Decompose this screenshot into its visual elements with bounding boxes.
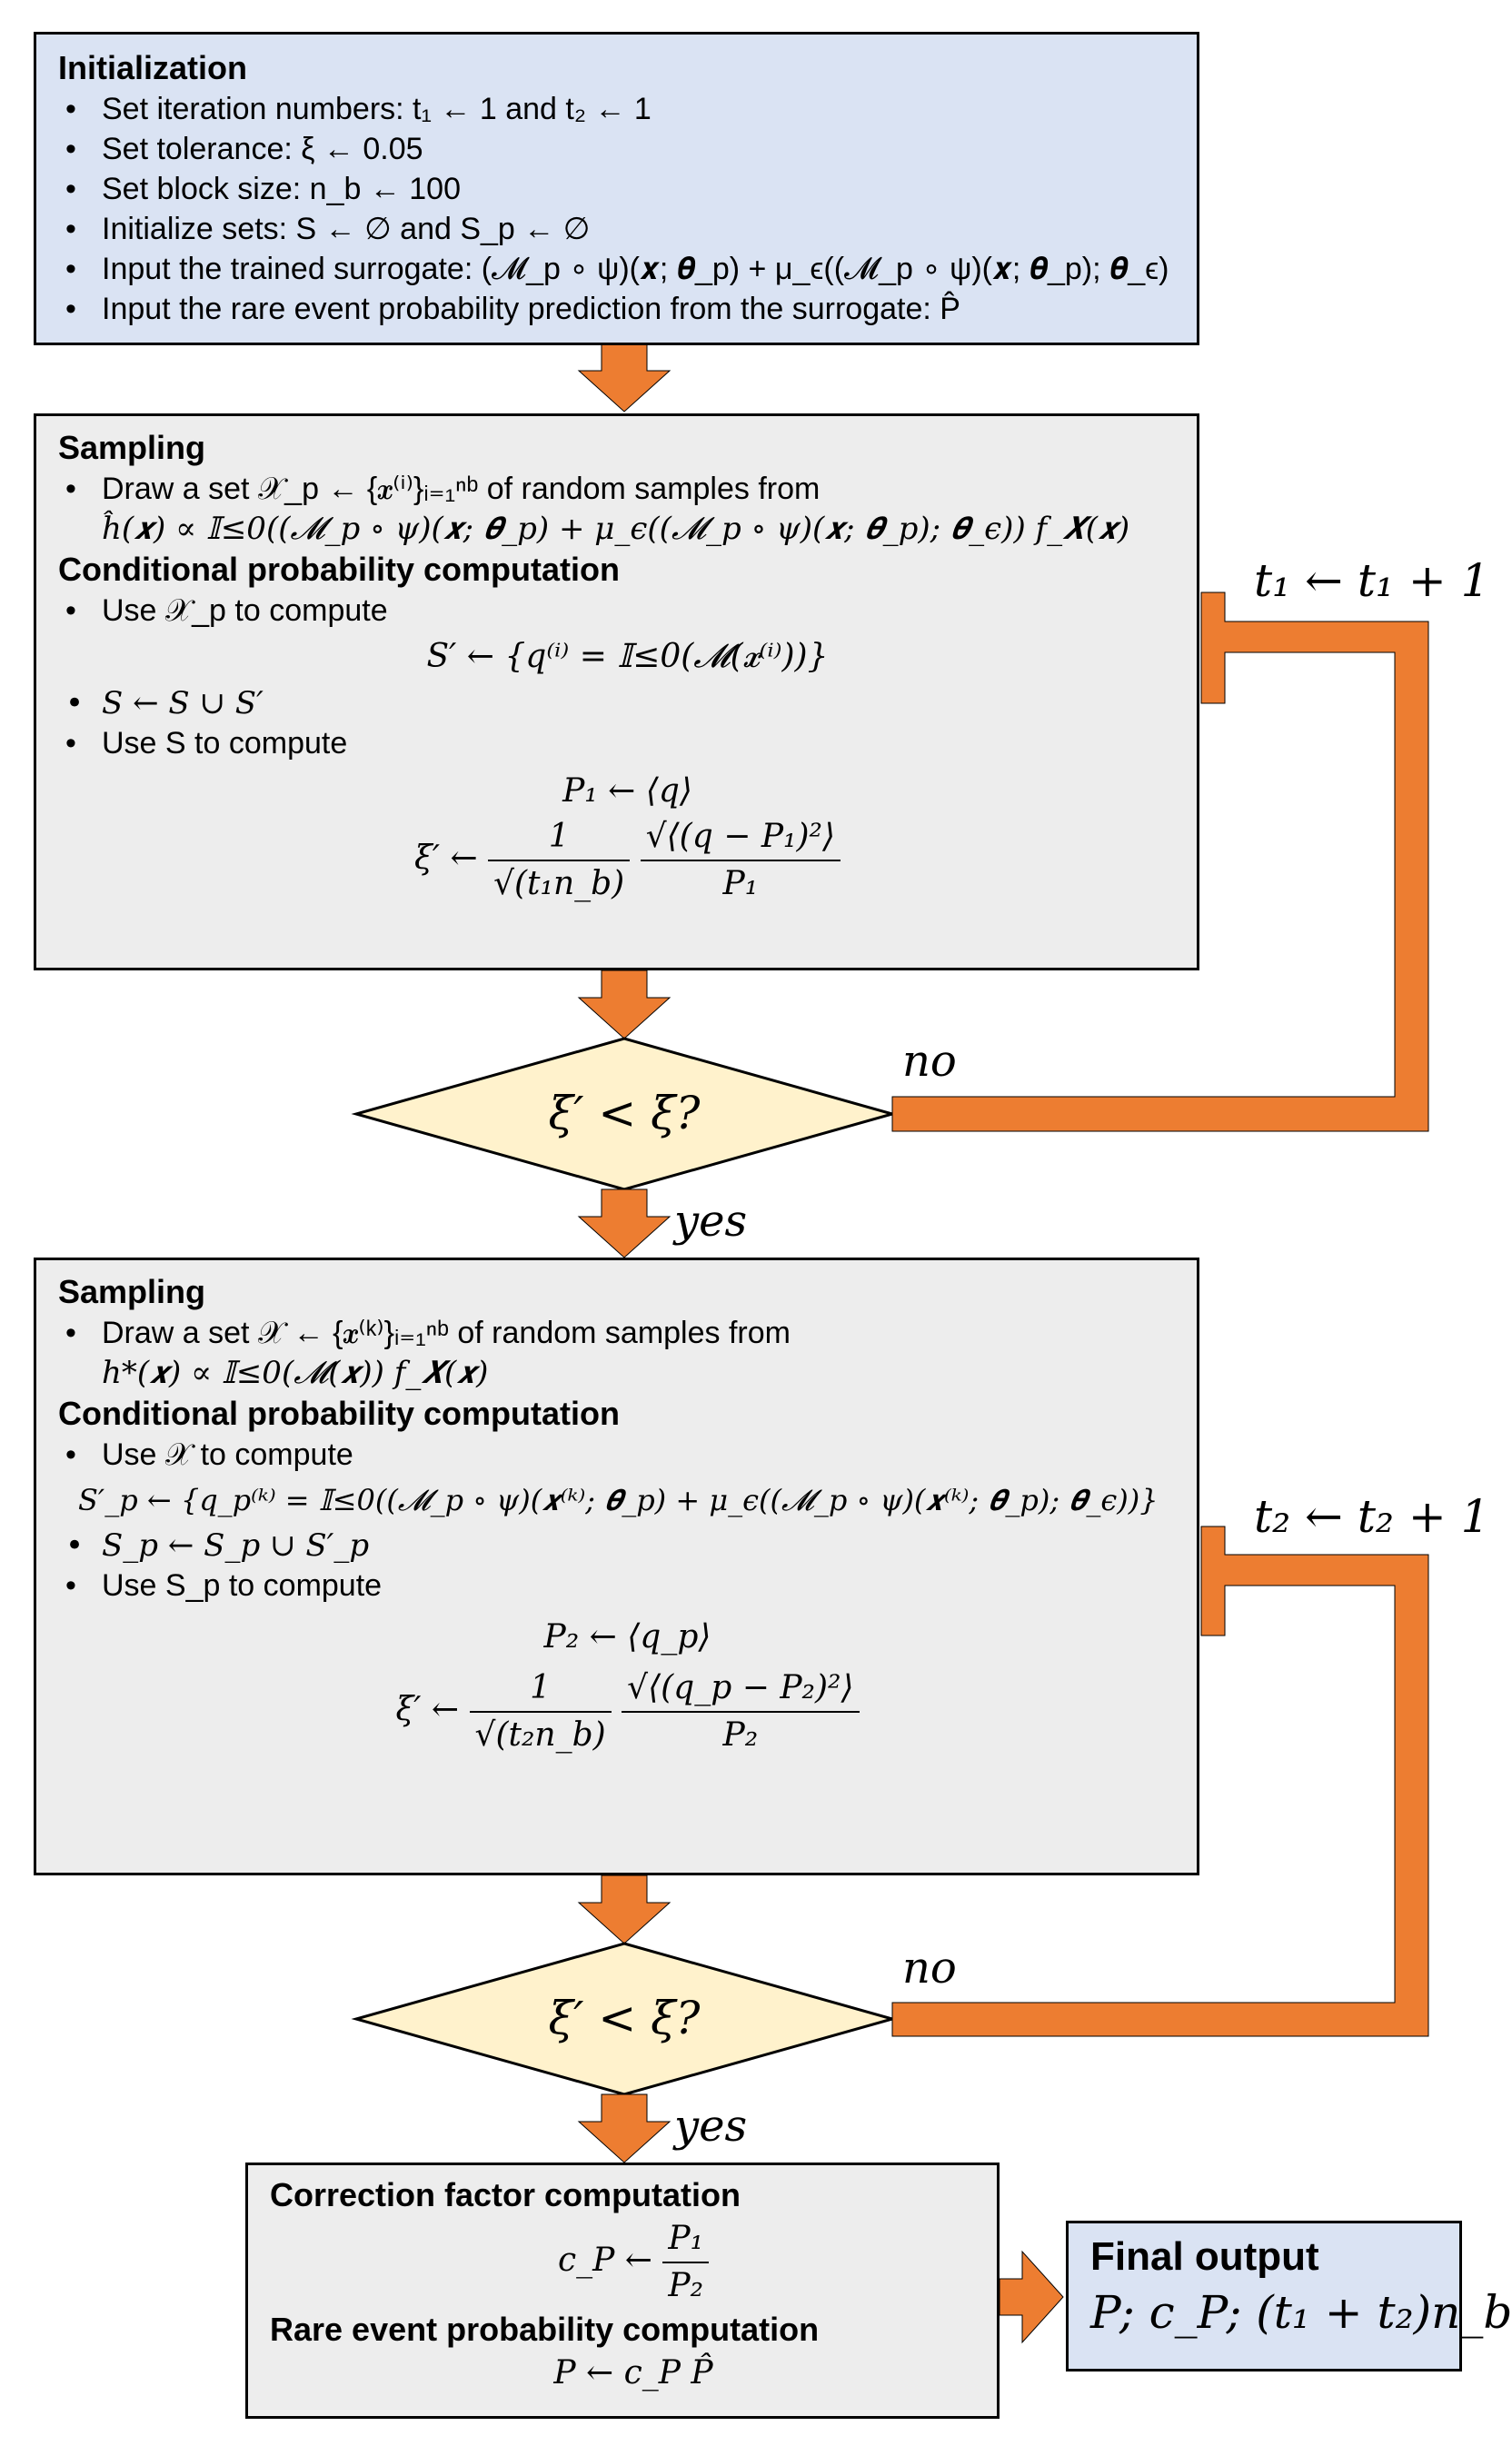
loop-arrow-1 <box>891 592 1429 1132</box>
block2-cond-title: Conditional probability computation <box>58 1395 620 1432</box>
final-output-value: P; c_P; (t₁ + t₂)n_b <box>1090 2286 1512 2339</box>
block2-xi-num1: 1 <box>469 1666 612 1713</box>
init-bullet-block-size: Set block size: n_b ← 100 <box>58 169 1197 209</box>
final-output-box: Final output P; c_P; (t₁ + t₂)n_b <box>1066 2221 1512 2371</box>
down-arrow-yes-1 <box>577 1188 671 1258</box>
down-arrow-4 <box>577 1874 671 1944</box>
decision1-no-label: no <box>902 1036 957 1087</box>
init-bullet-surrogate: Input the trained surrogate: (𝓜_p ∘ ψ)(𝒙… <box>58 249 1197 289</box>
decision1-yes-label: yes <box>674 1196 748 1247</box>
init-bullet-iterations: Set iteration numbers: t₁ ← 1 and t₂ ← 1 <box>58 89 1197 129</box>
block1-xi-den2: P₁ <box>722 865 759 902</box>
block2-xi-den2: P₂ <box>722 1716 759 1754</box>
block1-p-equation: P₁ ← ⟨q⟩ <box>562 772 692 810</box>
block1-cond-title: Conditional probability computation <box>58 551 620 588</box>
down-arrow-1 <box>577 343 671 413</box>
init-bullet-prediction: Input the rare event probability predict… <box>58 289 1197 329</box>
initialization-title: Initialization <box>58 49 248 86</box>
decision2-text: ξ′ < ξ? <box>548 1992 701 2044</box>
block1-density: ĥ(𝒙) ∝ 𝕀≤0((𝓜_p ∘ ψ)(𝒙; 𝜽_p) + μ_ϵ((𝓜_p … <box>102 511 1130 547</box>
block1-xi-lhs: ξ′ ← <box>414 840 478 877</box>
block2-union: S_p ← S_p ∪ S′_p <box>58 1526 1197 1566</box>
block2-use-s: Use S_p to compute <box>58 1566 1197 1606</box>
block1-xi-den1: √(t₁n_b) <box>493 865 625 902</box>
sampling-block-1: Sampling Draw a set 𝒳_p ← {𝒙⁽ⁱ⁾}ᵢ₌₁ⁿᵇ of… <box>34 413 1199 970</box>
block2-xi-lhs: ξ′ ← <box>395 1691 460 1728</box>
loop1-label: t₁ ← t₁ + 1 <box>1254 554 1490 607</box>
block1-xi-num1: 1 <box>488 814 631 861</box>
init-bullet-tolerance: Set tolerance: ξ ← 0.05 <box>58 129 1197 169</box>
cp-denominator: P₂ <box>668 2267 704 2304</box>
block1-sampling-title: Sampling <box>58 429 206 466</box>
sampling-block-2: Sampling Draw a set 𝒳 ← {𝒙⁽ᵏ⁾}ᵢ₌₁ⁿᵇ of r… <box>34 1258 1199 1875</box>
block1-xi-num2: √⟨(q − P₁)²⟩ <box>640 814 841 861</box>
block1-use-line: Use 𝒳_p to compute <box>58 591 1197 631</box>
block2-xi-equation: ξ′ ← 1 √(t₂n_b) √⟨(q_p − P₂)²⟩ P₂ <box>58 1666 1197 1758</box>
cp-lhs: c_P ← <box>557 2242 652 2279</box>
block1-union: S ← S ∪ S′ <box>58 683 1197 723</box>
block2-sampling-title: Sampling <box>58 1273 206 1310</box>
block2-xi-num2: √⟨(q_p − P₂)²⟩ <box>622 1666 860 1713</box>
loop2-label: t₂ ← t₂ + 1 <box>1254 1490 1490 1543</box>
block2-p-equation: P₂ ← ⟨q_p⟩ <box>543 1618 711 1656</box>
initialization-box: Initialization Set iteration numbers: t₁… <box>34 32 1199 345</box>
cp-equation: c_P ← P₁ P₂ <box>270 2216 997 2309</box>
correction-title: Correction factor computation <box>270 2176 741 2213</box>
correction-box: Correction factor computation c_P ← P₁ P… <box>245 2163 1000 2419</box>
rare-event-equation: P ← c_P P̂ <box>553 2354 713 2391</box>
down-arrow-2 <box>577 969 671 1039</box>
right-arrow-final <box>999 2250 1064 2344</box>
rare-event-title: Rare event probability computation <box>270 2311 820 2348</box>
block1-use-s: Use S to compute <box>58 723 1197 763</box>
block1-draw-line: Draw a set 𝒳_p ← {𝒙⁽ⁱ⁾}ᵢ₌₁ⁿᵇ of random s… <box>58 469 1197 509</box>
block2-xi-den1: √(t₂n_b) <box>474 1716 606 1754</box>
cp-numerator: P₁ <box>662 2216 710 2263</box>
block2-s-equation: S′_p ← {q_p⁽ᵏ⁾ = 𝕀≤0((𝓜_p ∘ ψ)(𝒙⁽ᵏ⁾; 𝜽_p… <box>78 1483 1159 1517</box>
block2-density: h*(𝒙) ∝ 𝕀≤0(𝓜(𝒙)) f_𝑿(𝒙) <box>102 1355 489 1391</box>
block1-s-equation: S′ ← {q⁽ⁱ⁾ = 𝕀≤0(𝓜(𝒙⁽ⁱ⁾))} <box>426 638 829 675</box>
loop-arrow-2 <box>891 1526 1429 2037</box>
decision2-yes-label: yes <box>674 2101 748 2152</box>
down-arrow-yes-2 <box>577 2093 671 2163</box>
final-output-title: Final output <box>1090 2234 1319 2279</box>
init-bullet-sets: Initialize sets: S ← ∅ and S_p ← ∅ <box>58 209 1197 249</box>
block1-xi-equation: ξ′ ← 1 √(t₁n_b) √⟨(q − P₁)²⟩ P₁ <box>58 814 1197 907</box>
decision2-no-label: no <box>902 1943 957 1994</box>
decision1-text: ξ′ < ξ? <box>548 1087 701 1139</box>
block2-draw-line: Draw a set 𝒳 ← {𝒙⁽ᵏ⁾}ᵢ₌₁ⁿᵇ of random sam… <box>58 1313 1197 1353</box>
block2-use-line: Use 𝒳 to compute <box>58 1435 1197 1475</box>
